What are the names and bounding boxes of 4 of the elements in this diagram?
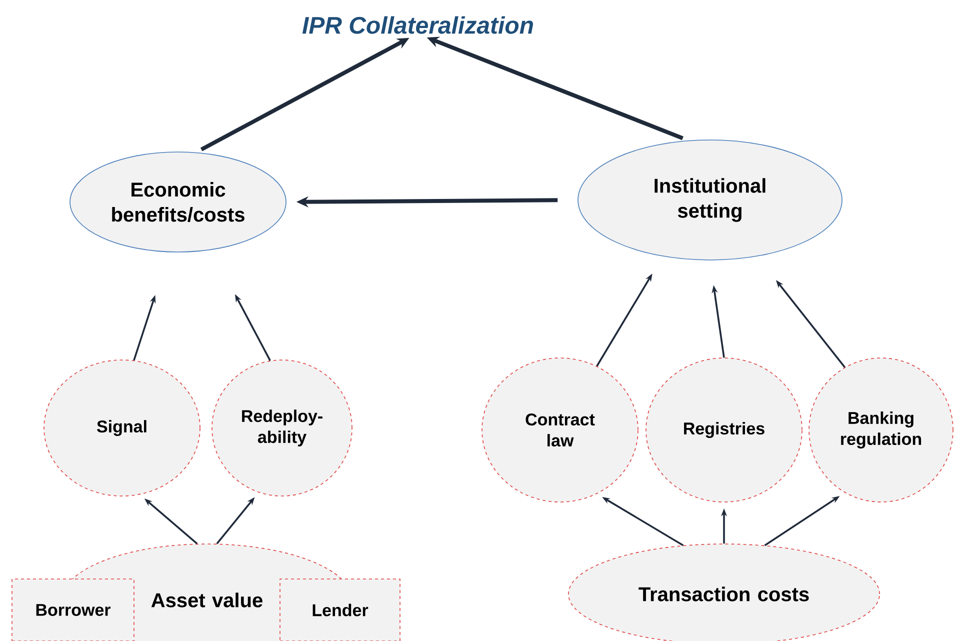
actor-box: Borrower bbox=[12, 578, 134, 641]
title-text: IPR Collateralization bbox=[302, 16, 533, 34]
actor-box: Lender bbox=[280, 578, 400, 641]
node-label: Asset value bbox=[151, 592, 262, 608]
